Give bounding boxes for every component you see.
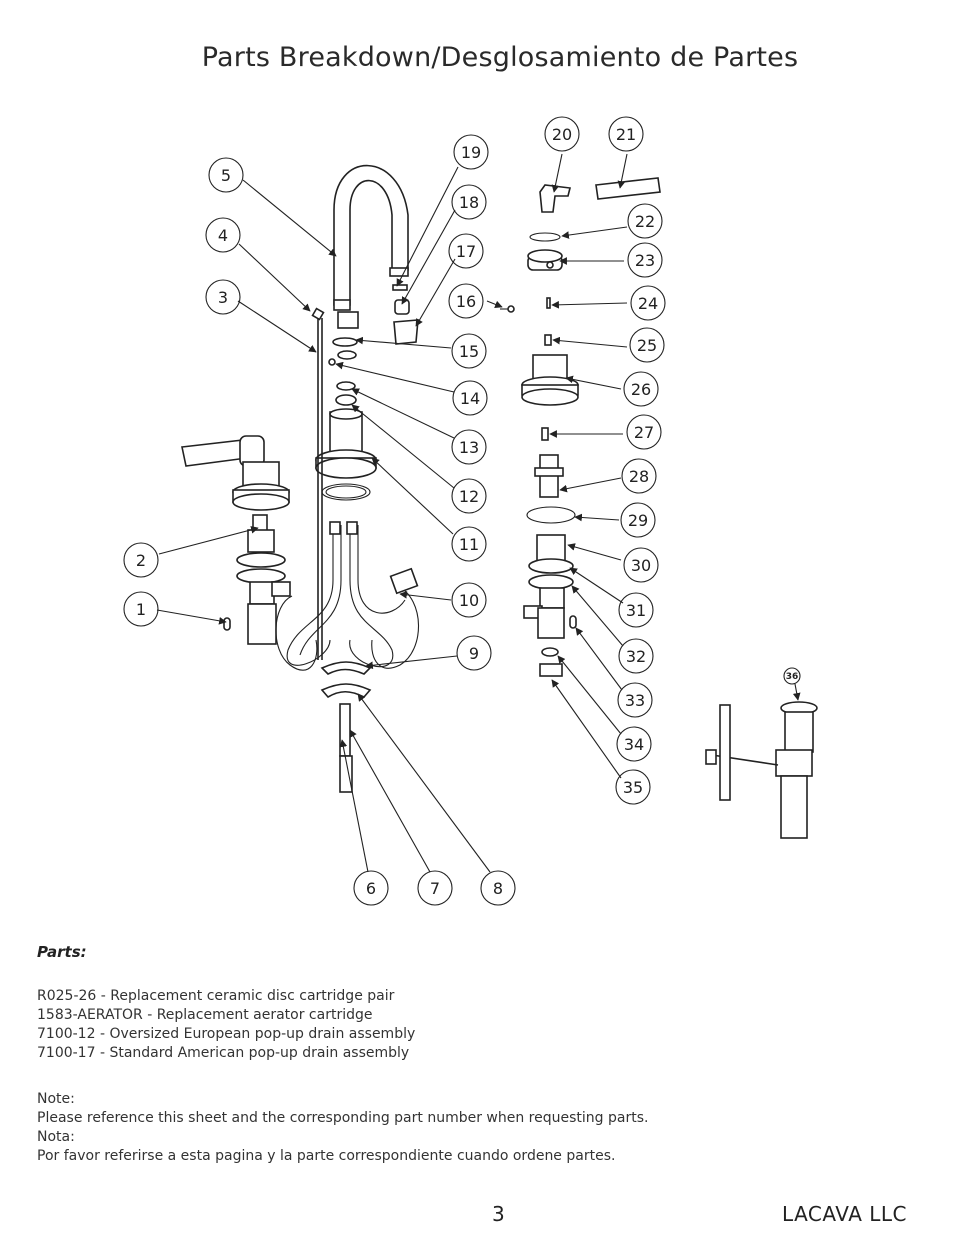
- svg-text:23: 23: [635, 251, 655, 270]
- svg-text:30: 30: [631, 556, 651, 575]
- svg-text:10: 10: [459, 591, 479, 610]
- mounting-hardware: [320, 661, 372, 793]
- svg-text:31: 31: [626, 601, 646, 620]
- callout-1: 1: [123, 591, 159, 627]
- callout-21: 21: [608, 116, 644, 152]
- svg-text:34: 34: [624, 735, 644, 754]
- svg-text:4: 4: [218, 226, 228, 245]
- callout-8: 8: [480, 870, 516, 906]
- callout-7: 7: [417, 870, 453, 906]
- svg-text:17: 17: [456, 242, 476, 261]
- callout-26: 26: [623, 371, 659, 407]
- supply-hoses: [275, 521, 419, 671]
- svg-text:21: 21: [616, 125, 636, 144]
- note-section: Note: Please reference this sheet and th…: [37, 1090, 917, 1166]
- svg-text:18: 18: [459, 193, 479, 212]
- left-handle-assembly: [181, 435, 290, 511]
- svg-text:13: 13: [459, 438, 479, 457]
- parts-heading: Parts:: [37, 943, 87, 961]
- spout-base-stack: [315, 311, 377, 501]
- company-name: LACAVA LLC: [782, 1202, 907, 1226]
- callout-25: 25: [629, 327, 665, 363]
- callout-10: 10: [451, 582, 487, 618]
- callout-18: 18: [451, 184, 487, 220]
- callout-11: 11: [451, 526, 487, 562]
- callout-23: 23: [627, 242, 663, 278]
- callout-bubbles: 1 2 3 4 5 6 7 8 9 10 11 12 13 14 15 16 1…: [123, 116, 801, 906]
- callout-27: 27: [626, 414, 662, 450]
- callout-3: 3: [205, 279, 241, 315]
- svg-text:7: 7: [430, 879, 440, 898]
- note-text-es: Por favor referirse a esta pagina y la p…: [37, 1148, 616, 1164]
- note-text-en: Please reference this sheet and the corr…: [37, 1110, 649, 1126]
- svg-text:16: 16: [456, 292, 476, 311]
- parts-list-item: R025-26 - Replacement ceramic disc cartr…: [37, 988, 395, 1004]
- svg-text:19: 19: [461, 143, 481, 162]
- svg-text:32: 32: [626, 647, 646, 666]
- callout-35: 35: [615, 769, 651, 805]
- right-cartridge-and-valve: [523, 454, 577, 677]
- callout-30: 30: [623, 547, 659, 583]
- svg-text:11: 11: [459, 535, 479, 554]
- callout-17: 17: [448, 233, 484, 269]
- callout-29: 29: [620, 502, 656, 538]
- svg-text:36: 36: [786, 672, 799, 682]
- lift-rod: [311, 307, 325, 660]
- svg-text:5: 5: [221, 166, 231, 185]
- parts-list-item: 7100-17 - Standard American pop-up drain…: [37, 1045, 410, 1061]
- page-number: 3: [492, 1202, 505, 1226]
- spout-gooseneck: [333, 164, 409, 311]
- callout-34: 34: [616, 726, 652, 762]
- svg-text:1: 1: [136, 600, 146, 619]
- svg-text:8: 8: [493, 879, 503, 898]
- callout-9: 9: [456, 635, 492, 671]
- svg-text:9: 9: [469, 644, 479, 663]
- callout-20: 20: [544, 116, 580, 152]
- callout-2: 2: [123, 542, 159, 578]
- svg-text:12: 12: [459, 487, 479, 506]
- callout-16: 16: [448, 283, 484, 319]
- callout-13: 13: [451, 429, 487, 465]
- svg-text:3: 3: [218, 288, 228, 307]
- parts-list-item: 1583-AERATOR - Replacement aerator cartr…: [37, 1007, 373, 1023]
- pop-up-drain-assembly: [705, 701, 818, 839]
- svg-text:26: 26: [631, 380, 651, 399]
- exploded-parts-diagram: 1 2 3 4 5 6 7 8 9 10 11 12 13 14 15 16 1…: [123, 116, 818, 906]
- svg-text:24: 24: [638, 294, 658, 313]
- callout-12: 12: [451, 478, 487, 514]
- svg-text:14: 14: [460, 389, 480, 408]
- callout-32: 32: [618, 638, 654, 674]
- svg-text:27: 27: [634, 423, 654, 442]
- callout-14: 14: [452, 380, 488, 416]
- svg-text:15: 15: [459, 342, 479, 361]
- svg-text:29: 29: [628, 511, 648, 530]
- callout-5: 5: [208, 157, 244, 193]
- callout-24: 24: [630, 285, 666, 321]
- note-label-es: Nota:: [37, 1129, 75, 1145]
- svg-text:28: 28: [629, 467, 649, 486]
- parts-list: Parts: R025-26 - Replacement ceramic dis…: [37, 943, 917, 1063]
- callout-31: 31: [618, 592, 654, 628]
- callout-4: 4: [205, 217, 241, 253]
- svg-text:22: 22: [635, 212, 655, 231]
- svg-text:35: 35: [623, 778, 643, 797]
- note-label-en: Note:: [37, 1091, 75, 1107]
- leader-lines: [156, 153, 801, 873]
- callout-22: 22: [627, 203, 663, 239]
- callout-6: 6: [353, 870, 389, 906]
- aerator-parts: [392, 284, 515, 345]
- svg-text:20: 20: [552, 125, 572, 144]
- parts-list-item: 7100-12 - Oversized European pop-up drai…: [37, 1026, 416, 1042]
- callout-15: 15: [451, 333, 487, 369]
- svg-text:2: 2: [136, 551, 146, 570]
- svg-text:25: 25: [637, 336, 657, 355]
- callout-19: 19: [453, 134, 489, 170]
- callout-36: 36: [783, 667, 801, 685]
- callout-33: 33: [617, 682, 653, 718]
- svg-text:6: 6: [366, 879, 376, 898]
- svg-text:33: 33: [625, 691, 645, 710]
- callout-28: 28: [621, 458, 657, 494]
- page-title: Parts Breakdown/Desglosamiento de Partes: [201, 42, 799, 73]
- right-handle: [521, 177, 661, 441]
